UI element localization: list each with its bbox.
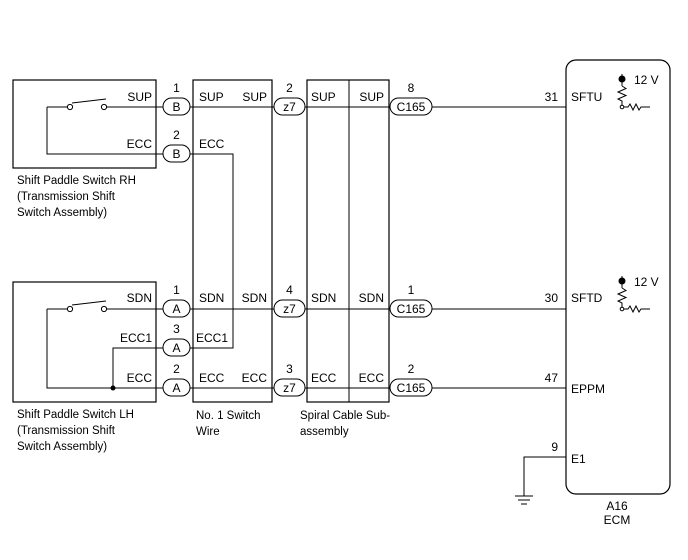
switch-rh-box [12, 79, 157, 169]
switch-wire-ecc-b-right: ECC [242, 371, 268, 385]
switch-wire-ecc-left: ECC [199, 137, 225, 151]
switch-lh: SDN ECC1 ECC Shift Paddle Switch LH (Tra… [12, 281, 157, 453]
connector-c165-pin-1: C165 1 [389, 283, 433, 318]
connector-a-pin-1: A 1 [162, 283, 191, 318]
switch-lh-contact-a [66, 305, 74, 313]
spiral-cable: SUP SUP SDN SDN ECC ECC Spiral Cable Sub… [300, 79, 393, 438]
svg-text:C165: C165 [397, 100, 426, 114]
spiral-cable-ecc-left: ECC [311, 371, 337, 385]
ecm-term-e1: E1 [571, 452, 586, 466]
switch-wire-sdn-right: SDN [242, 291, 267, 305]
switch-lh-label: Shift Paddle Switch LH (Transmission Shi… [17, 409, 137, 453]
ecm-supply-bottom: 12 V [634, 275, 659, 289]
switch-rh-contact-a [66, 103, 74, 111]
svg-text:B: B [172, 147, 180, 161]
switch-rh: SUP ECC Shift Paddle Switch RH (Transmis… [12, 79, 157, 219]
switch-wire-box [192, 79, 273, 403]
connector-c165-pin-2: C165 2 [389, 362, 433, 397]
ecm-code: A16 [606, 499, 628, 513]
connector-z7-pin-3: z7 3 [273, 362, 306, 397]
ecm-name: ECM [604, 513, 631, 527]
connector-z7-pin-4: z7 4 [273, 283, 306, 318]
svg-text:4: 4 [286, 283, 293, 297]
svg-text:2: 2 [173, 128, 180, 142]
connector-z7-pin-2: z7 2 [273, 81, 306, 116]
ecm-pullup-sftu: 12 V [616, 73, 659, 112]
switch-wire-sup-left: SUP [199, 90, 224, 104]
ecm-term-eppm: EPPM [571, 382, 605, 396]
connector-c165-pin-8: C165 8 [389, 81, 433, 116]
svg-text:2: 2 [408, 362, 415, 376]
switch-rh-contact-b [100, 103, 108, 111]
svg-text:A: A [172, 302, 180, 316]
spiral-cable-sup-right: SUP [359, 90, 384, 104]
svg-text:1: 1 [408, 283, 415, 297]
switch-wire: SUP SUP ECC SDN SDN ECC1 ECC ECC No. 1 S… [192, 79, 273, 438]
svg-text:3: 3 [286, 362, 293, 376]
connector-b-pin-2: B 2 [162, 128, 191, 163]
svg-text:2: 2 [173, 362, 180, 376]
spiral-cable-box [306, 79, 390, 403]
ecm-pin-47: 47 [545, 371, 559, 385]
switch-wire-sdn-left: SDN [199, 291, 224, 305]
svg-text:1: 1 [173, 283, 180, 297]
switch-lh-junction-dot [110, 385, 116, 391]
svg-text:A: A [172, 341, 180, 355]
ecm-pin-30: 30 [545, 291, 559, 305]
svg-text:8: 8 [408, 81, 415, 95]
switch-rh-pin-ecc: ECC [127, 137, 153, 151]
switch-lh-box [12, 281, 157, 403]
svg-text:2: 2 [286, 81, 293, 95]
switch-lh-pin-sdn: SDN [127, 291, 152, 305]
spiral-cable-label: Spiral Cable Sub- assembly [300, 410, 393, 438]
switch-lh-pin-ecc1: ECC1 [120, 331, 152, 345]
spiral-cable-sup-left: SUP [311, 90, 336, 104]
ecm-box [565, 59, 671, 495]
ecm-pin-9: 9 [551, 440, 558, 454]
switch-wire-label: No. 1 Switch Wire [196, 410, 264, 438]
connector-a-pin-3: A 3 [162, 322, 191, 357]
spiral-cable-ecc-right: ECC [359, 371, 385, 385]
svg-text:A: A [172, 381, 180, 395]
svg-text:z7: z7 [283, 381, 296, 395]
switch-lh-pin-ecc: ECC [127, 371, 153, 385]
ground-icon [515, 456, 566, 505]
svg-text:1: 1 [173, 81, 180, 95]
switch-rh-label: Shift Paddle Switch RH (Transmission Shi… [17, 175, 139, 219]
ecm-pullup-sftd: 12 V [616, 275, 659, 314]
svg-text:B: B [172, 100, 180, 114]
ecm-term-sftd: SFTD [571, 291, 603, 305]
switch-wire-ecc-b-left: ECC [199, 371, 225, 385]
svg-text:3: 3 [173, 322, 180, 336]
switch-lh-contact-b [100, 305, 108, 313]
svg-text:z7: z7 [283, 100, 296, 114]
svg-text:z7: z7 [283, 302, 296, 316]
spiral-cable-sdn-left: SDN [311, 291, 336, 305]
ecm-supply-top: 12 V [634, 73, 659, 87]
switch-wire-ecc1-left: ECC1 [196, 331, 228, 345]
svg-text:C165: C165 [397, 381, 426, 395]
ecm-term-sftu: SFTU [571, 90, 602, 104]
connector-b-pin-1: B 1 [162, 81, 191, 116]
svg-text:C165: C165 [397, 302, 426, 316]
switch-rh-pin-sup: SUP [127, 90, 152, 104]
ecm: 12 V 12 V 31 SFTU 30 SFTD 47 EPPM 9 E1 A… [545, 59, 671, 527]
spiral-cable-sdn-right: SDN [359, 291, 384, 305]
ecm-pin-31: 31 [545, 90, 559, 104]
connector-a-pin-2: A 2 [162, 362, 191, 397]
switch-wire-sup-right: SUP [242, 90, 267, 104]
